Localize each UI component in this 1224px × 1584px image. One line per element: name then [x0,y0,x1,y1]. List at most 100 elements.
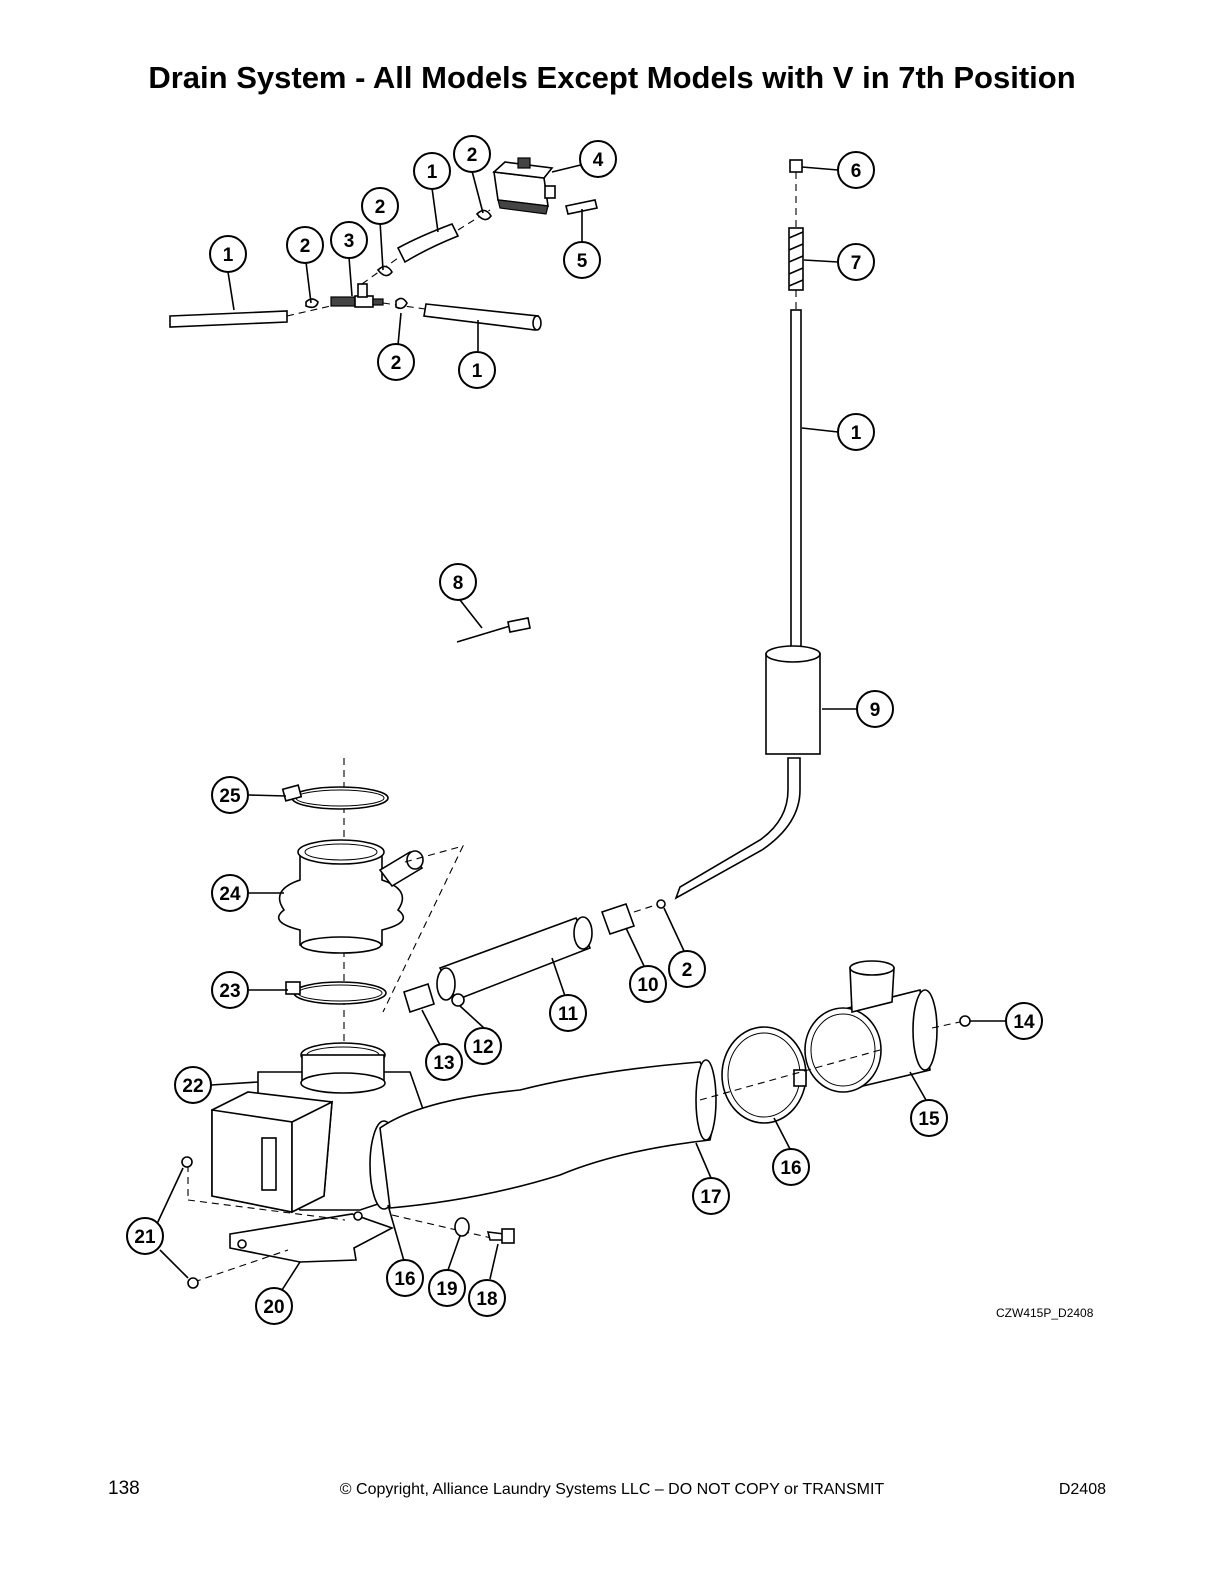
svg-text:2: 2 [300,236,311,257]
callout-11: 11 [549,994,587,1032]
callout-15: 15 [910,1099,948,1137]
page-title: Drain System - All Models Except Models … [148,60,1076,95]
callout-16: 16 [386,1259,424,1297]
svg-text:25: 25 [219,786,241,807]
svg-text:24: 24 [219,884,241,905]
tie-strap [456,617,531,643]
svg-text:2: 2 [375,197,386,218]
svg-text:17: 17 [700,1187,721,1208]
callout-20: 20 [255,1287,293,1325]
callout-13: 13 [425,1043,463,1081]
figure-reference: CZW415P_D2408 [996,1306,1094,1320]
mounting-bracket [229,1211,394,1263]
callout-6: 6 [837,151,875,189]
air-trap-tube [790,309,802,651]
screw-top [181,1156,193,1168]
svg-text:7: 7 [851,253,862,274]
callout-2: 2 [361,187,399,225]
callout-10: 10 [629,965,667,1003]
tube-spring [788,227,804,291]
svg-text:6: 6 [851,161,862,182]
air-trap [765,645,821,755]
clamp-bottom [285,981,387,1005]
callout-7: 7 [837,243,875,281]
callout-4: 4 [579,140,617,178]
upper-hose-assembly [169,157,598,331]
svg-text:10: 10 [637,975,658,996]
svg-text:18: 18 [476,1289,497,1310]
callout-2: 2 [286,226,324,264]
page-number: 138 [108,1478,140,1499]
hose-left [169,310,288,328]
svg-text:5: 5 [577,251,588,272]
svg-text:20: 20 [263,1297,284,1318]
hose-clamp [395,297,408,310]
callout-1: 1 [837,413,875,451]
adapter-tube [438,916,592,1002]
callout-16: 16 [772,1148,810,1186]
copyright-notice: © Copyright, Alliance Laundry Systems LL… [339,1481,885,1498]
callout-25: 25 [211,776,249,814]
callout-5: 5 [563,241,601,279]
pump-stack [181,758,515,1289]
hose-clamp [376,265,393,277]
svg-text:1: 1 [472,361,483,382]
svg-text:2: 2 [467,145,478,166]
leader-lines [155,160,1006,1291]
callout-14: 14 [1005,1002,1043,1040]
hose-clamp [305,298,319,309]
coupler [403,982,435,1014]
callout-2: 2 [668,950,706,988]
callout-1: 1 [413,152,451,190]
callout-1: 1 [209,235,247,273]
clamp-top [281,784,389,810]
callout-12: 12 [464,1027,502,1065]
callout-8: 8 [439,563,477,601]
callout-9: 9 [856,690,894,728]
svg-text:1: 1 [851,423,862,444]
callout-2: 2 [453,135,491,173]
svg-text:16: 16 [394,1269,415,1290]
drain-hose [379,1061,715,1209]
air-trap-tube-assembly [674,159,821,900]
callout-1: 1 [458,351,496,389]
callout-22: 22 [174,1066,212,1104]
document-code: D2408 [1058,1481,1106,1498]
svg-text:22: 22 [182,1076,203,1097]
callout-17: 17 [692,1177,730,1215]
hose-adapter-assembly [403,899,666,1014]
hose-right [423,303,539,331]
callout-21: 21 [126,1217,164,1255]
callout-2: 2 [377,343,415,381]
callout-3: 3 [330,221,368,259]
drain-pump [211,1042,425,1214]
bellows-boot [277,839,424,954]
tee-screw [959,1015,971,1027]
bent-hose [674,757,801,900]
tee-fitting [330,283,384,308]
svg-text:4: 4 [593,150,604,171]
svg-text:8: 8 [453,573,464,594]
svg-text:3: 3 [344,231,355,252]
svg-text:11: 11 [558,1004,579,1025]
hose-angled [396,222,460,264]
svg-text:16: 16 [780,1158,801,1179]
svg-text:21: 21 [134,1227,156,1248]
callout-19: 19 [428,1269,466,1307]
plug [565,199,598,215]
hose-clamp [475,209,492,221]
pressure-switch [492,157,556,215]
washer [454,1217,470,1237]
callout-18: 18 [468,1279,506,1317]
connector [600,902,636,936]
drain-tee-assembly [699,960,971,1124]
svg-text:14: 14 [1013,1012,1035,1033]
svg-text:2: 2 [682,960,693,981]
tube-cap [789,159,803,173]
callout-24: 24 [211,874,249,912]
svg-text:19: 19 [436,1279,457,1300]
clip [656,899,666,909]
svg-text:13: 13 [433,1053,454,1074]
callout-23: 23 [211,971,249,1009]
svg-text:1: 1 [223,245,234,266]
